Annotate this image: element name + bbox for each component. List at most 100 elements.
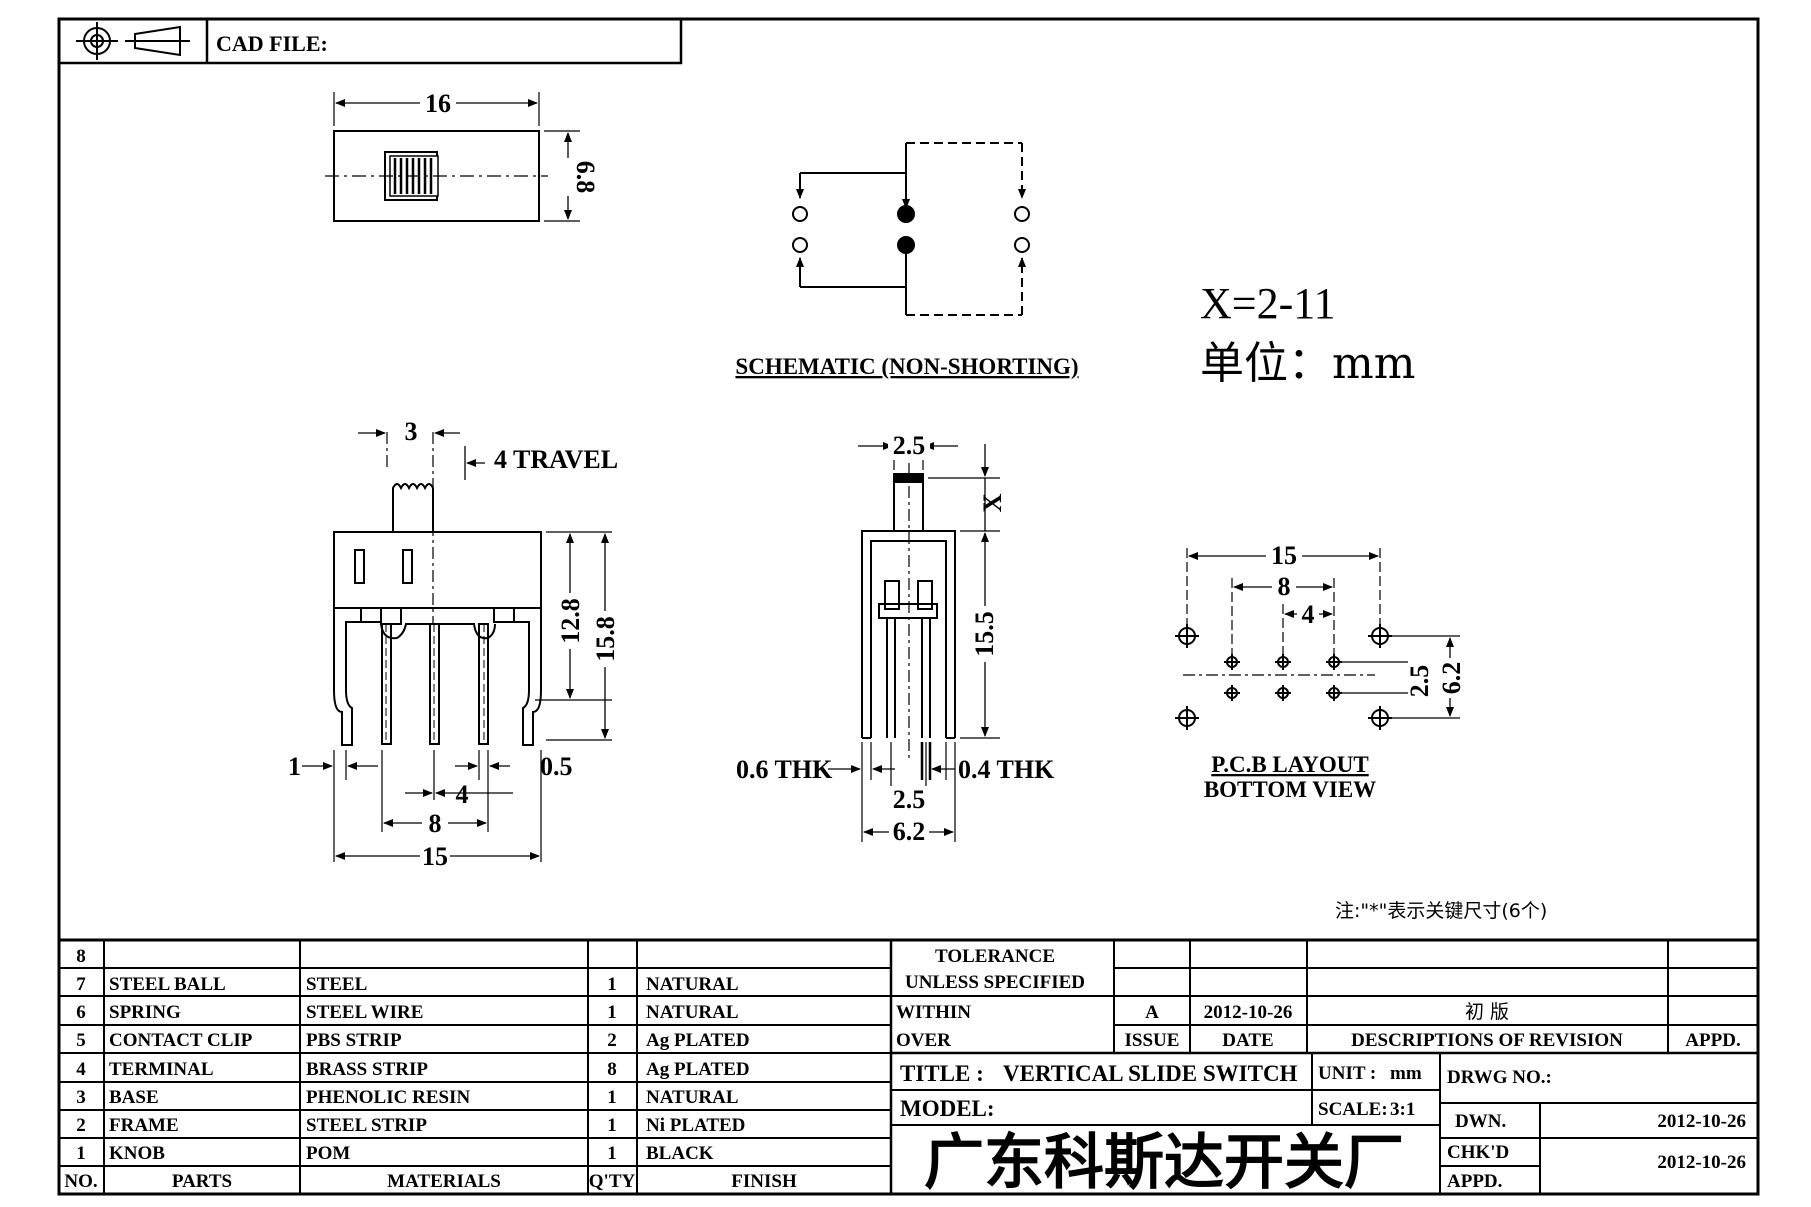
bom-row-3-part: BASE [109, 1087, 159, 1108]
key-dimension-note: 注:"*"表示关键尺寸(6个) [1335, 900, 1547, 922]
scale-label: SCALE: [1318, 1099, 1388, 1120]
pcb-dim-8: 8 [1278, 572, 1291, 601]
bom-row-2-finish: Ni PLATED [646, 1115, 745, 1136]
revision-description-value: 初 版 [1465, 1001, 1509, 1023]
front-body-height-dim: 12.8 [556, 598, 585, 644]
chkd-label: CHK'D [1447, 1142, 1509, 1163]
bom-row-2-material: STEEL STRIP [306, 1115, 427, 1136]
front-overall-height-dim: 15.8 [591, 616, 620, 662]
front-travel-dim: 4 TRAVEL [494, 445, 618, 474]
bom-row-6-material: STEEL WIRE [306, 1002, 423, 1023]
front-pin-width-dim: 1 [288, 752, 301, 781]
tolerance-label: TOLERANCE [935, 946, 1055, 967]
bom-row-4-finish: Ag PLATED [646, 1059, 750, 1080]
bom-row-6-no: 6 [76, 1002, 86, 1023]
bom-header-no: NO. [64, 1171, 97, 1192]
title-label: TITLE : [900, 1061, 984, 1086]
front-knob-width-dim: 3 [405, 417, 418, 446]
top-height-dim: 6.8 [571, 161, 600, 194]
bom-row-1-material: POM [306, 1143, 350, 1164]
pcb-dim-2-5: 2.5 [1405, 665, 1434, 698]
over-label: OVER [896, 1030, 951, 1051]
bom-row-1-no: 1 [76, 1143, 86, 1164]
variant-formula: X=2-11 [1200, 279, 1336, 328]
issue-value: A [1145, 1002, 1159, 1023]
bom-header-qty: Q'TY [589, 1171, 636, 1192]
bom-row-1-finish: BLACK [646, 1143, 714, 1164]
projection-symbol-icon [76, 22, 190, 60]
side-knob-width-dim: 2.5 [893, 431, 926, 460]
pcb-caption-line2: BOTTOM VIEW [1204, 777, 1376, 802]
bom-row-2-part: FRAME [109, 1115, 179, 1136]
bom-row-3-finish: NATURAL [646, 1087, 739, 1108]
bom-grid [59, 938, 1758, 1194]
bom-header-finish: FINISH [731, 1171, 797, 1192]
bom-row-3-no: 3 [76, 1087, 86, 1108]
chkd-date: 2012-10-26 [1657, 1152, 1746, 1173]
descriptions-label: DESCRIPTIONS OF REVISION [1351, 1030, 1623, 1051]
bom-row-5-material: PBS STRIP [306, 1030, 402, 1051]
bom-row-3-qty: 1 [607, 1087, 617, 1108]
bom-row-4-no: 4 [76, 1059, 86, 1080]
bom-row-7-qty: 1 [607, 974, 617, 995]
schematic-diagram [792, 142, 1030, 316]
bom-row-1-part: KNOB [109, 1143, 165, 1164]
unit-value: mm [1390, 1063, 1422, 1084]
bom-row-4-material: BRASS STRIP [306, 1059, 428, 1080]
front-pitch-small-dim: 4 [456, 780, 469, 809]
pcb-layout [1175, 548, 1460, 730]
unit-label: UNIT : [1318, 1063, 1376, 1084]
dwn-date: 2012-10-26 [1657, 1111, 1746, 1132]
issue-label: ISSUE [1125, 1030, 1180, 1051]
drwg-no-label: DRWG NO.: [1447, 1067, 1552, 1088]
bom-row-1-qty: 1 [607, 1143, 617, 1164]
top-view [325, 92, 580, 222]
bom-row-7-part: STEEL BALL [109, 974, 226, 995]
bom-row-6-qty: 1 [607, 1002, 617, 1023]
unit-line: 单位：mm [1200, 338, 1415, 389]
front-pin-thk-dim: 0.5 [540, 752, 573, 781]
side-thk-right-dim: 0.4 THK [958, 755, 1055, 784]
bom-row-4-part: TERMINAL [109, 1059, 214, 1080]
bom-row-5-part: CONTACT CLIP [109, 1030, 253, 1051]
front-view [302, 429, 612, 862]
bom-row-2-qty: 1 [607, 1115, 617, 1136]
bom-row-6-part: SPRING [109, 1002, 181, 1023]
bom-row-5-no: 5 [76, 1030, 86, 1051]
pcb-dim-4: 4 [1302, 600, 1315, 629]
unless-specified-label: UNLESS SPECIFIED [905, 972, 1085, 993]
bom-row-4-qty: 8 [607, 1059, 617, 1080]
company-name: 广东科斯达开关厂 [924, 1128, 1404, 1198]
top-width-dim: 16 [425, 89, 451, 118]
side-thk-left-dim: 0.6 THK [736, 755, 833, 784]
model-label: MODEL: [900, 1096, 995, 1121]
bom-row-7-no: 7 [76, 974, 86, 995]
scale-value: 3:1 [1390, 1099, 1415, 1120]
bom-row-3-material: PHENOLIC RESIN [306, 1087, 470, 1108]
within-label: WITHIN [896, 1002, 971, 1023]
title-block-grid [59, 940, 1758, 1196]
title-value: VERTICAL SLIDE SWITCH [1003, 1061, 1298, 1086]
cad-file-label: CAD FILE: [216, 31, 328, 56]
schematic-caption: SCHEMATIC (NON-SHORTING) [735, 354, 1078, 379]
bom-row-6-finish: NATURAL [646, 1002, 739, 1023]
bom-row-7-material: STEEL [306, 974, 367, 995]
bom-row-8-no: 8 [76, 946, 86, 967]
appd-label: APPD. [1685, 1030, 1740, 1051]
bom-row-5-finish: Ag PLATED [646, 1030, 750, 1051]
pcb-dim-15: 15 [1271, 541, 1297, 570]
pcb-dim-6-2: 6.2 [1437, 662, 1466, 695]
bom-header-parts: PARTS [172, 1171, 232, 1192]
front-pitch-mid-dim: 8 [429, 809, 442, 838]
revision-date-value: 2012-10-26 [1204, 1002, 1293, 1023]
side-knob-height-dim: X [978, 493, 1007, 512]
side-pin-spacing-dim: 2.5 [893, 785, 926, 814]
bom-row-2-no: 2 [76, 1115, 86, 1136]
header-box: CAD FILE: [57, 17, 683, 65]
bom-header-materials: MATERIALS [387, 1171, 501, 1192]
bom-row-7-finish: NATURAL [646, 974, 739, 995]
side-height-dim: 15.5 [970, 611, 999, 657]
date-label: DATE [1222, 1030, 1273, 1051]
pcb-caption-line1: P.C.B LAYOUT [1211, 752, 1368, 777]
